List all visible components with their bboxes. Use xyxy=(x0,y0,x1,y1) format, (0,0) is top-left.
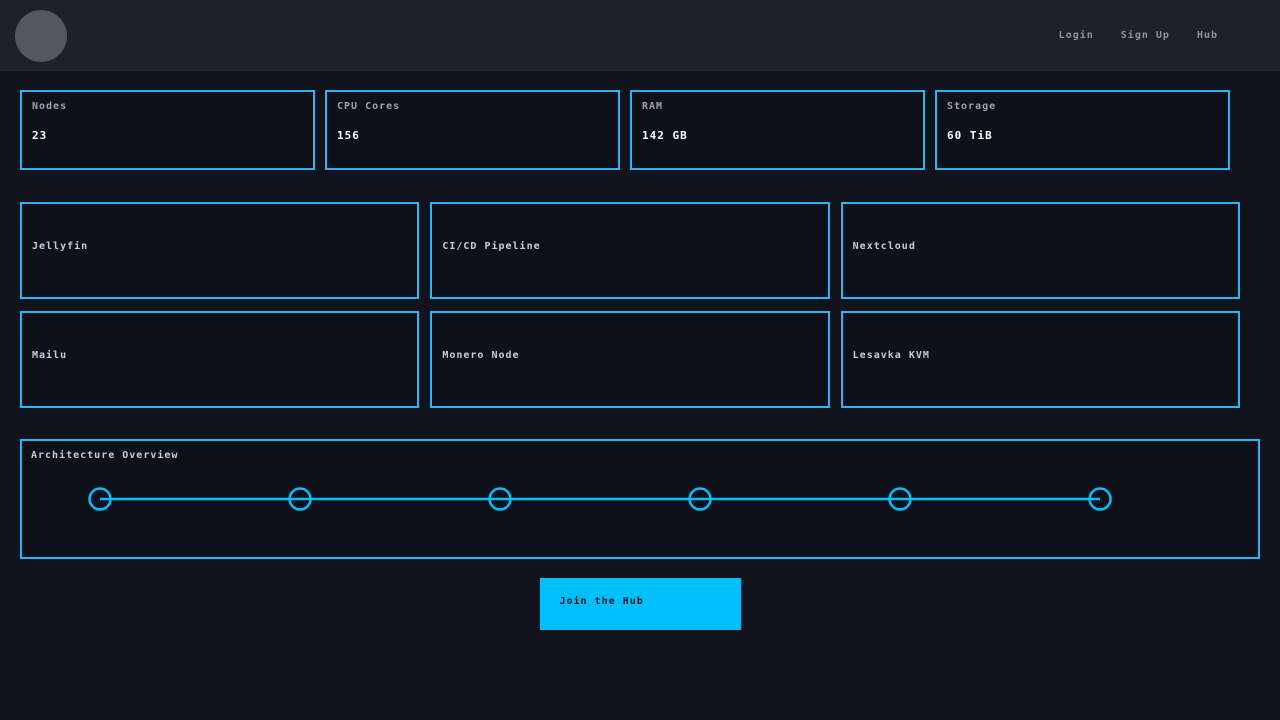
stat-value: 142 GB xyxy=(642,129,688,142)
stat-value: 156 xyxy=(337,129,360,142)
service-card-nextcloud[interactable]: Nextcloud xyxy=(840,202,1240,299)
stat-label: Storage xyxy=(947,101,997,112)
nav-link-hub[interactable]: Hub xyxy=(1196,30,1218,41)
stat-label: CPU Cores xyxy=(337,101,401,112)
service-label: Lesavka KVM xyxy=(852,350,930,361)
service-card-monero-node[interactable]: Monero Node xyxy=(430,311,830,408)
navbar: Login Sign Up Hub xyxy=(0,0,1280,71)
service-label: CI/CD Pipeline xyxy=(442,241,541,252)
avatar[interactable] xyxy=(15,9,67,62)
stat-card-cpu-cores: CPU Cores 156 xyxy=(325,90,620,170)
architecture-panel: Architecture Overview xyxy=(20,439,1260,559)
architecture-node-circle xyxy=(488,487,512,511)
stat-card-nodes: Nodes 23 xyxy=(20,90,315,170)
architecture-node-circle xyxy=(288,487,312,511)
services-grid: Jellyfin CI/CD Pipeline Nextcloud Mailu … xyxy=(20,202,1240,408)
stat-card-storage: Storage 60 TiB xyxy=(935,90,1230,170)
architecture-node-circle xyxy=(688,487,712,511)
architecture-node-circle xyxy=(88,487,112,511)
architecture-node-circle xyxy=(1088,487,1112,511)
stat-card-ram: RAM 142 GB xyxy=(630,90,925,170)
stat-value: 23 xyxy=(32,129,48,142)
architecture-node-circle xyxy=(888,487,912,511)
service-label: Jellyfin xyxy=(32,241,89,252)
architecture-title: Architecture Overview xyxy=(31,450,179,461)
nav-link-login[interactable]: Login xyxy=(1058,30,1094,41)
stat-label: RAM xyxy=(642,101,664,112)
nav-link-signup[interactable]: Sign Up xyxy=(1120,30,1170,41)
stat-value: 60 TiB xyxy=(947,129,993,142)
service-card-mailu[interactable]: Mailu xyxy=(20,311,420,408)
stat-label: Nodes xyxy=(32,101,68,112)
join-hub-button[interactable]: Join the Hub xyxy=(539,578,741,630)
service-label: Nextcloud xyxy=(852,241,916,252)
service-label: Mailu xyxy=(32,350,68,361)
architecture-diagram xyxy=(88,487,1112,511)
nav-links: Login Sign Up Hub xyxy=(1059,30,1218,41)
service-label: Monero Node xyxy=(442,350,520,361)
service-card-lesavka-kvm[interactable]: Lesavka KVM xyxy=(840,311,1240,408)
service-card-jellyfin[interactable]: Jellyfin xyxy=(20,202,420,299)
service-card-cicd-pipeline[interactable]: CI/CD Pipeline xyxy=(430,202,830,299)
stats-row: Nodes 23 CPU Cores 156 RAM 142 GB Storag… xyxy=(20,90,1230,170)
cta-row: Join the Hub xyxy=(0,578,1280,630)
